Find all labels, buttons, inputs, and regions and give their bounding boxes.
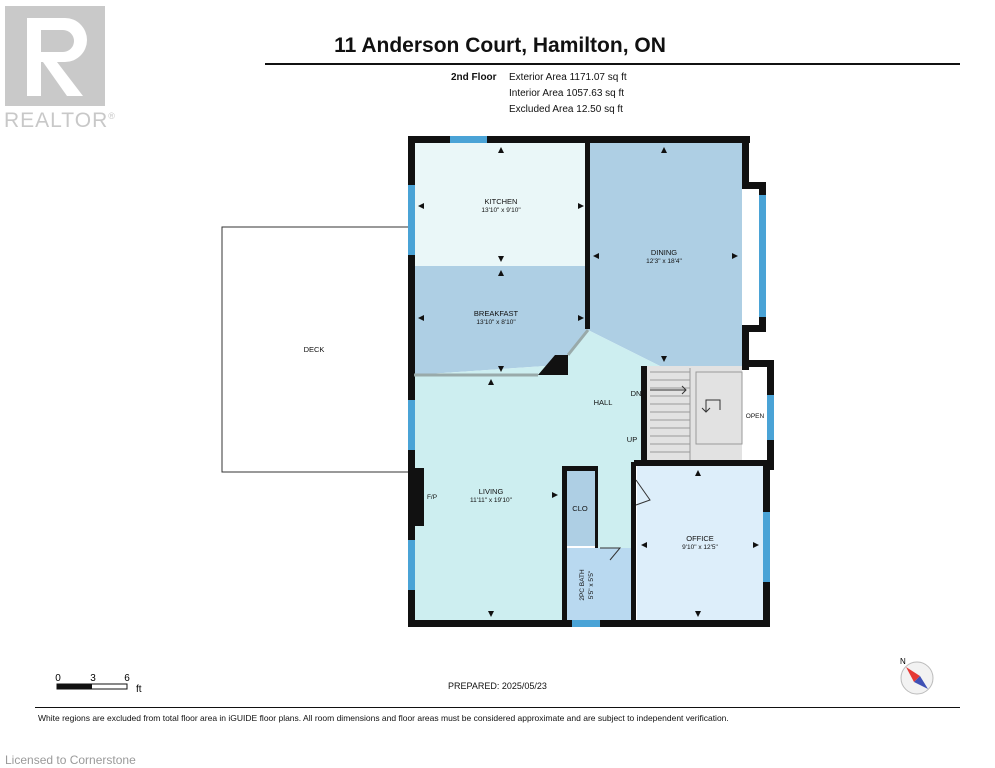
closet-label: CLO (572, 504, 588, 513)
windows (408, 136, 774, 627)
breakfast-opening (566, 329, 590, 356)
dn-label: DN (631, 389, 642, 398)
dining-label: DINING (651, 248, 677, 257)
scale-bar: 0 3 6 ft (55, 673, 142, 695)
excluded-area: Excluded Area 12.50 sq ft (509, 104, 623, 115)
open-area (742, 366, 766, 462)
hall-label: HALL (594, 398, 613, 407)
dining-room (588, 142, 742, 366)
hall-living-room (414, 330, 660, 622)
bath-label: 2PC BATH (579, 569, 586, 601)
compass-icon: N (900, 657, 934, 695)
living-dims: 11'11" x 19'10" (470, 497, 513, 504)
dining-dims: 12'3" x 18'4" (646, 258, 682, 265)
prepared-date: PREPARED: 2025/05/23 (448, 681, 547, 691)
breakfast-room (414, 266, 588, 375)
bath-dims: 5'5" x 5'5" (588, 570, 595, 599)
scale-mark-0: 0 (55, 673, 61, 684)
stairs-area (645, 366, 742, 462)
deck-label: DECK (304, 345, 325, 354)
deck-area (221, 226, 413, 473)
kitchen-dims: 13'10" x 9'10" (481, 207, 521, 214)
up-label: UP (627, 435, 637, 444)
breakfast-label: BREAKFAST (474, 309, 519, 318)
fireplace-label: F/P (427, 494, 437, 501)
page-title: 11 Anderson Court, Hamilton, ON (334, 34, 666, 57)
realtor-text: REALTOR (4, 109, 109, 132)
office-room (637, 466, 766, 622)
registered-mark: ® (108, 111, 116, 121)
interior-area: Interior Area 1057.63 sq ft (509, 88, 625, 99)
stair-arrow (650, 385, 721, 413)
bath-room (566, 548, 634, 622)
license-watermark: Licensed to Cornerstone (5, 753, 136, 767)
fireplace (415, 468, 424, 526)
living-label: LIVING (479, 487, 504, 496)
open-label: OPEN (746, 413, 765, 420)
office-dims: 9'10" x 12'5" (682, 544, 718, 551)
realtor-wordmark: REALTOR® (4, 109, 116, 133)
stair-treads (650, 368, 743, 462)
title-divider (265, 63, 960, 65)
scale-mark-3: 3 (90, 673, 96, 684)
closet-room (567, 470, 595, 546)
kitchen-room (414, 142, 588, 266)
office-label: OFFICE (686, 534, 714, 543)
disclaimer-text: White regions are excluded from total fl… (38, 713, 729, 723)
floor-name: 2nd Floor (451, 72, 497, 83)
realtor-logo-icon (5, 6, 105, 106)
scale-mark-6: 6 (124, 673, 130, 684)
compass-north: N (900, 657, 906, 666)
disclaimer-divider (35, 707, 960, 708)
kitchen-label: KITCHEN (485, 197, 518, 206)
breakfast-dims: 13'10" x 8'10" (476, 319, 516, 326)
exterior-area: Exterior Area 1171.07 sq ft (509, 72, 627, 83)
dimension-arrows (418, 147, 759, 617)
scale-unit: ft (136, 684, 142, 695)
doors (600, 479, 651, 561)
